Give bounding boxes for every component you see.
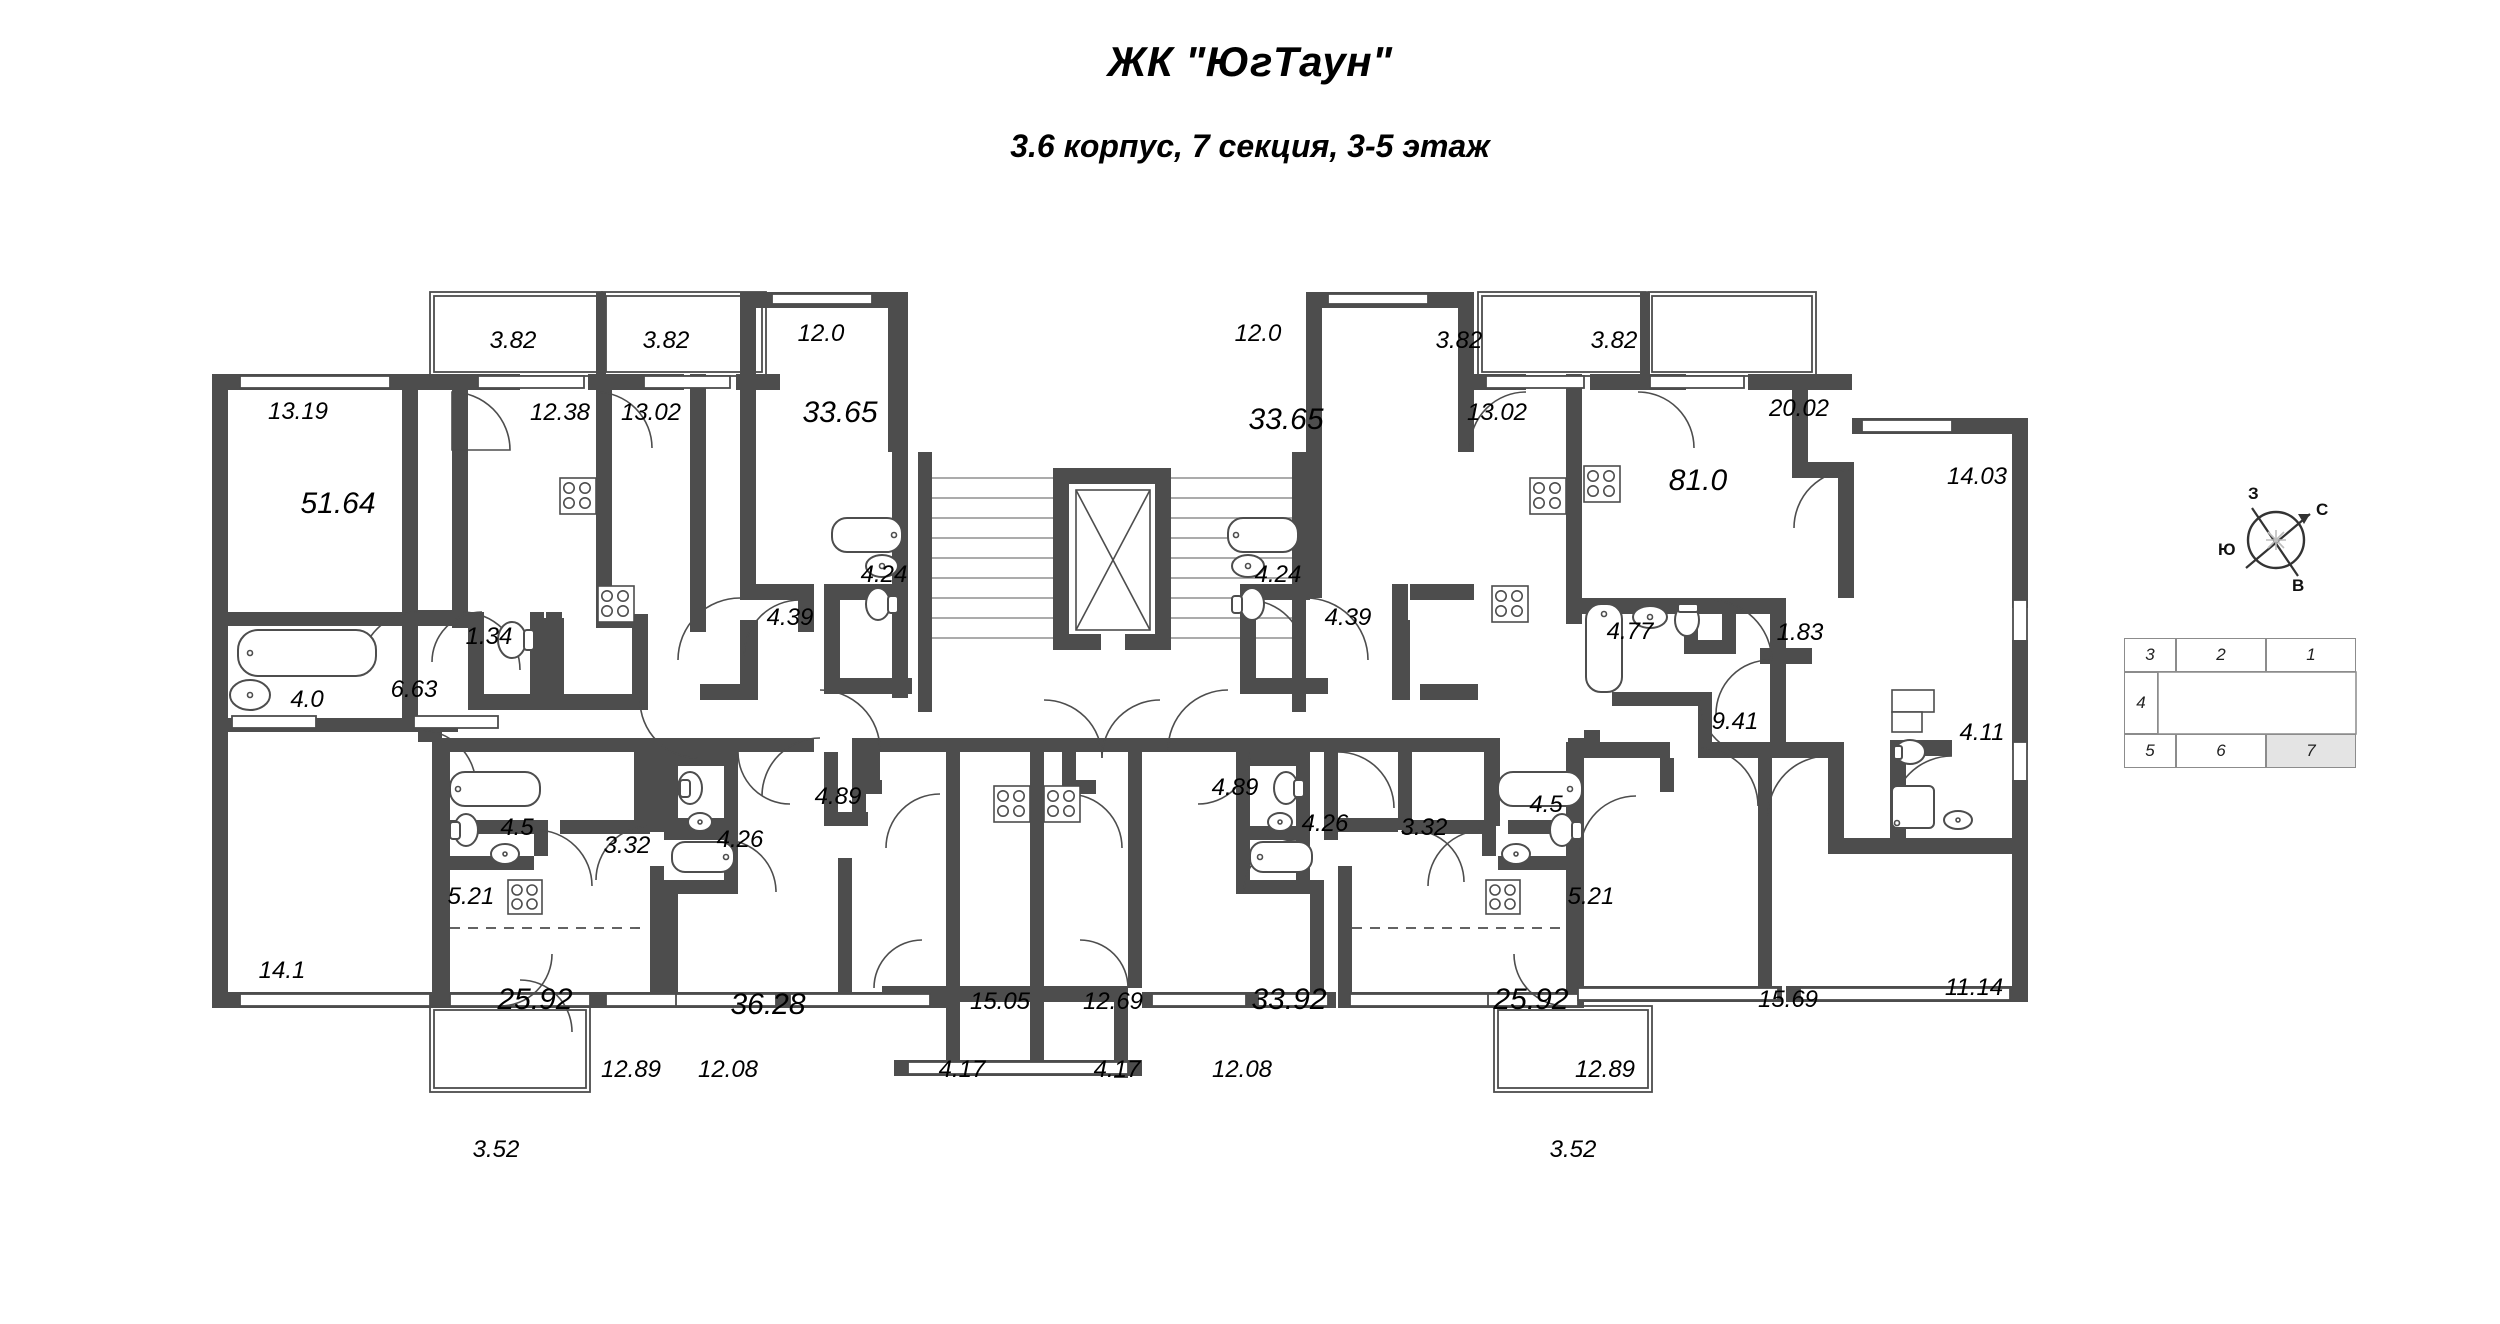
compass-label-west: З [2248,484,2259,503]
compass-rose: С Ю В З [2218,480,2338,600]
section-key-3[interactable]: 3 [2124,638,2176,672]
section-key-5[interactable]: 5 [2124,734,2176,768]
compass-icon [2245,507,2311,577]
section-key-map: 3 2 1 4 5 6 7 [2124,638,2404,768]
windows-group [231,375,2011,1007]
section-key-2[interactable]: 2 [2176,638,2266,672]
page-subtitle: 3.6 корпус, 7 секция, 3-5 этаж [1010,128,1490,164]
section-key-4[interactable]: 4 [2124,672,2158,734]
compass-label-north: С [2316,500,2329,519]
section-key-1[interactable]: 1 [2266,638,2356,672]
page-title: ЖК "ЮгТаун" [1107,38,1393,85]
compass-label-south: Ю [2218,540,2236,559]
walls-group [212,291,2028,1093]
section-key-6[interactable]: 6 [2176,734,2266,768]
fixtures-group [229,465,1973,915]
section-key-7[interactable]: 7 [2266,734,2356,768]
doors-group [359,391,1953,1033]
compass-label-east: В [2292,576,2305,595]
